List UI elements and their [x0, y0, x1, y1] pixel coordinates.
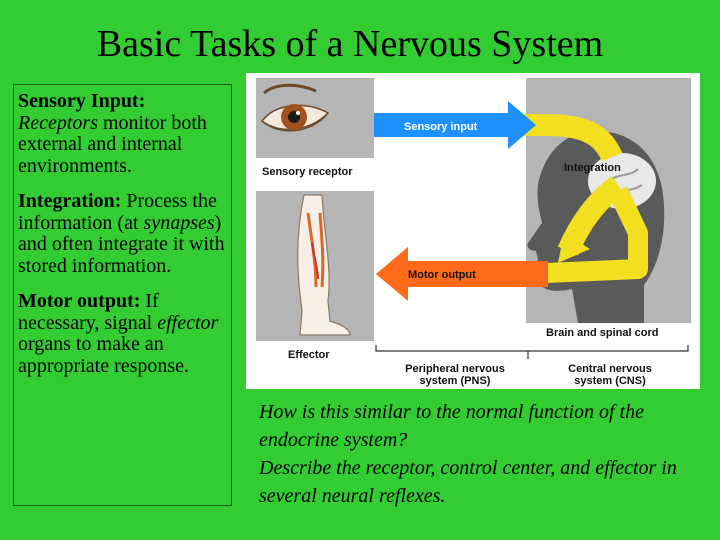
motor-output-block: Motor output: If necessary, signal effec… — [18, 290, 227, 377]
sensory-input-heading: Sensory Input: — [18, 90, 146, 112]
sensory-input-arrow — [374, 113, 512, 137]
question-1: How is this similar to the normal functi… — [259, 401, 645, 451]
cns-label-line2: system (CNS) — [574, 375, 646, 387]
motor-output-arrowhead — [376, 247, 408, 301]
integration-text-1: Process the information (at — [18, 190, 217, 234]
synapses-term: synapses — [143, 211, 215, 234]
motor-output-label: Motor output — [408, 269, 476, 281]
slide-title: Basic Tasks of a Nervous System — [96, 23, 604, 65]
integration-loop-top — [508, 114, 623, 162]
sensory-input-arrowhead — [508, 101, 536, 149]
motor-output-heading: Motor output: — [18, 290, 141, 312]
eye-illustration — [260, 83, 330, 132]
discussion-questions: How is this similar to the normal functi… — [259, 398, 699, 510]
motor-output-text-2: organs to make an appropriate response. — [18, 333, 190, 377]
receptors-term: Receptors — [18, 111, 98, 134]
sensory-input-block: Sensory Input: Receptors monitor both ex… — [18, 90, 227, 177]
diagram-svg: Sensory input Motor output Integration S… — [256, 78, 691, 387]
pns-label-line1: Peripheral nervous — [405, 363, 505, 375]
effector-label: Effector — [288, 349, 330, 361]
integration-heading: Integration: — [18, 190, 122, 212]
cns-label-line1: Central nervous — [568, 363, 652, 375]
leg-illustration — [297, 194, 351, 336]
integration-arrowhead — [558, 233, 590, 263]
sensory-input-label: Sensory input — [404, 121, 478, 133]
tasks-text-box: Sensory Input: Receptors monitor both ex… — [13, 84, 232, 506]
effector-term: effector — [157, 311, 219, 334]
integration-block: Integration: Process the information (at… — [18, 190, 227, 277]
question-2: Describe the receptor, control center, a… — [259, 457, 677, 507]
sensory-receptor-label: Sensory receptor — [262, 166, 353, 178]
motor-output-text-1: If necessary, signal — [18, 290, 159, 334]
pns-label-line2: system (PNS) — [420, 375, 491, 387]
integration-text-2: ) and often integrate it with stored inf… — [18, 211, 225, 277]
nervous-system-diagram: Sensory input Motor output Integration S… — [246, 73, 700, 389]
sensory-input-text: monitor both external and internal envir… — [18, 111, 207, 177]
integration-label: Integration — [564, 162, 621, 174]
system-brace-line — [375, 345, 689, 352]
motor-output-arrow — [406, 261, 548, 287]
brain-spinal-label: Brain and spinal cord — [546, 327, 658, 339]
integration-loop-bottom — [545, 186, 648, 283]
